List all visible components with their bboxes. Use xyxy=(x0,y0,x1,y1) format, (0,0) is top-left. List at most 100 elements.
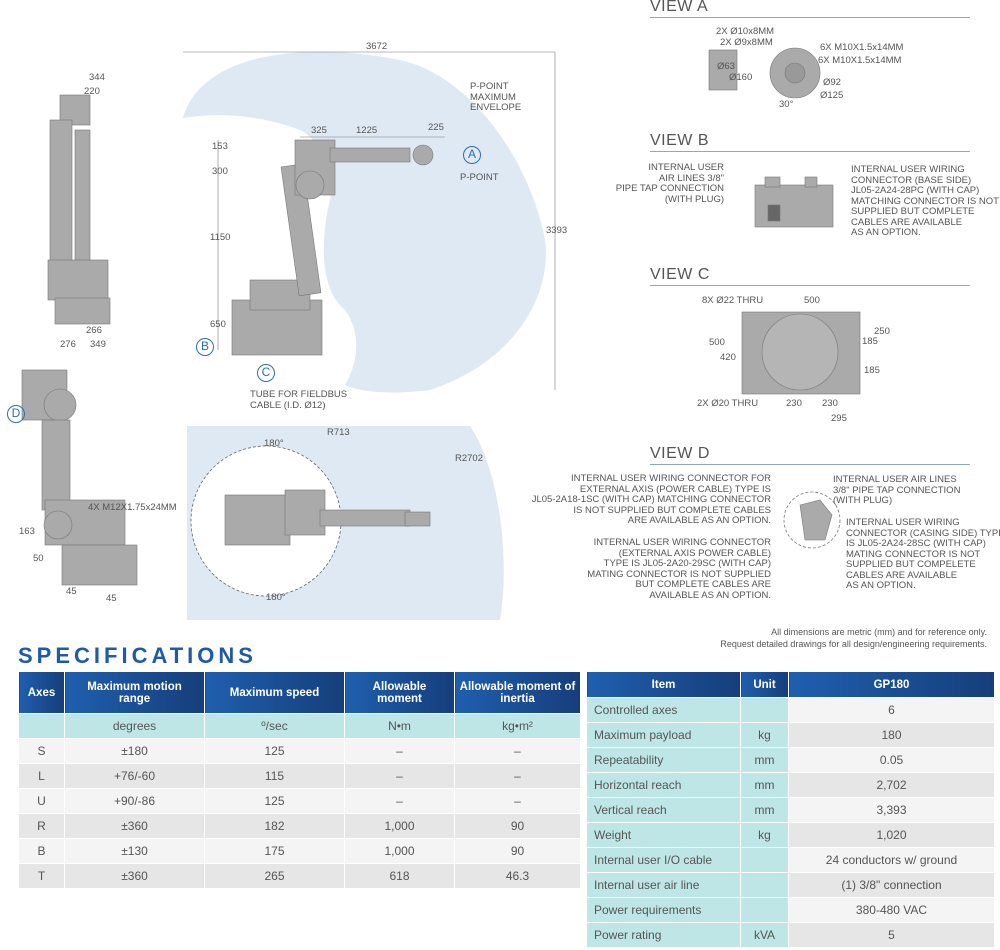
view-d-note: INTERNAL USER WIRING CONNECTOR FOR EXTER… xyxy=(531,473,771,526)
dim-label: 180° xyxy=(264,438,284,449)
col-header: Allowable moment xyxy=(344,671,455,714)
dim-label: 349 xyxy=(90,339,106,350)
cell: Maximum payload xyxy=(586,722,741,748)
tube-label: TUBE FOR FIELDBUS CABLE (I.D. Ø12) xyxy=(250,389,348,411)
cell: 182 xyxy=(204,813,345,839)
dim-label: 8X Ø22 THRU xyxy=(702,295,764,306)
dim-label: Ø63 xyxy=(717,61,735,72)
cell: 1,000 xyxy=(344,838,455,864)
cell: mm xyxy=(740,797,789,823)
cell: Vertical reach xyxy=(586,797,741,823)
cell xyxy=(740,847,789,873)
cell: 5 xyxy=(788,922,995,948)
col-header: Allowable moment of inertia xyxy=(454,671,581,714)
cell: Internal user air line xyxy=(586,872,741,898)
marker-b: B xyxy=(196,338,214,356)
cell: kg•m² xyxy=(454,713,581,739)
marker-c: C xyxy=(257,364,275,382)
cell: +90/-86 xyxy=(64,788,205,814)
dim-label: 1150 xyxy=(210,232,231,243)
cell: L xyxy=(18,763,65,789)
dim-label: 300 xyxy=(212,166,228,177)
cell: – xyxy=(344,738,455,764)
dim-label: 500 xyxy=(804,295,820,306)
dim-label: 650 xyxy=(210,319,226,330)
robot-top-view xyxy=(224,489,431,546)
cell: U xyxy=(18,788,65,814)
view-a-drawing xyxy=(708,47,821,99)
dim-label: R713 xyxy=(327,427,350,438)
view-b-drawing xyxy=(754,176,834,228)
cell: mm xyxy=(740,747,789,773)
dim-label: 50 xyxy=(33,553,44,564)
cell: 265 xyxy=(204,863,345,889)
cell: 125 xyxy=(204,788,345,814)
marker-a: A xyxy=(463,146,481,164)
dim-label: Ø125 xyxy=(820,90,844,101)
cell: Weight xyxy=(586,822,741,848)
dim-label: 266 xyxy=(86,325,102,336)
cell xyxy=(740,872,789,898)
cell: R xyxy=(18,813,65,839)
cell: – xyxy=(454,763,581,789)
dim-label: 295 xyxy=(831,413,847,424)
cell: Power rating xyxy=(586,922,741,948)
cell: 115 xyxy=(204,763,345,789)
view-a-title: VIEW A xyxy=(650,0,970,18)
cell: ±360 xyxy=(64,863,205,889)
cell: 90 xyxy=(454,813,581,839)
col-header: Maximum speed xyxy=(204,671,345,714)
dim-label: 180° xyxy=(266,592,286,603)
cell: B xyxy=(18,838,65,864)
cell xyxy=(740,697,789,723)
dim-label: 185 xyxy=(862,336,878,347)
dim-label: 2X Ø9x8MM xyxy=(720,37,773,48)
specifications-title: SPECIFICATIONS xyxy=(18,643,257,668)
disclaimer-line: All dimensions are metric (mm) and for r… xyxy=(771,627,987,637)
cell: – xyxy=(344,788,455,814)
cell xyxy=(740,897,789,923)
dim-label: 276 xyxy=(60,339,76,350)
table-row: Internal user air line (1) 3/8" connectio… xyxy=(586,872,995,898)
view-b-title: VIEW B xyxy=(650,132,970,152)
cell: 2,702 xyxy=(788,772,995,798)
technical-drawings xyxy=(21,47,861,620)
col-header: Unit xyxy=(740,671,789,698)
col-header: GP180 xyxy=(788,671,995,698)
dim-label: 6X M10X1.5x14MM xyxy=(818,55,902,66)
view-c-drawing xyxy=(741,311,861,395)
dim-label: R2702 xyxy=(455,453,483,464)
dim-label: 185 xyxy=(864,365,880,376)
cell: T xyxy=(18,863,65,889)
view-d-title: VIEW D xyxy=(650,445,970,465)
cell: 180 xyxy=(788,722,995,748)
dim-label: 2X Ø20 THRU xyxy=(697,398,759,409)
cell: – xyxy=(454,788,581,814)
view-d-note: INTERNAL USER WIRING CONNECTOR (CASING S… xyxy=(846,517,1000,591)
cell: 1,020 xyxy=(788,822,995,848)
cell: – xyxy=(344,763,455,789)
cell: (1) 3/8" connection xyxy=(788,872,995,898)
dim-label: 344 xyxy=(89,72,105,83)
cell: 125 xyxy=(204,738,345,764)
dim-label: 420 xyxy=(720,352,736,363)
cell: ±130 xyxy=(64,838,205,864)
cell: Controlled axes xyxy=(586,697,741,723)
cell: Horizontal reach xyxy=(586,772,741,798)
col-header: Item xyxy=(586,671,741,698)
view-c-title: VIEW C xyxy=(650,266,970,286)
units-row: degrees º/sec N•m kg•m² xyxy=(18,713,581,739)
disclaimer: All dimensions are metric (mm) and for r… xyxy=(720,626,987,650)
dim-label: 220 xyxy=(84,86,100,97)
